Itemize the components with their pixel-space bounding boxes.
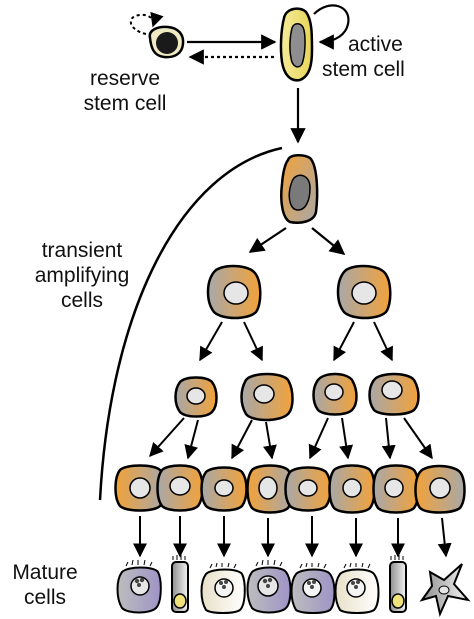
transient-label-line2: amplifying — [34, 264, 130, 287]
mature-label-line2: cells — [23, 586, 66, 609]
active-self-renewal-arrow — [313, 4, 350, 50]
mature-columnar-cell-icon — [171, 555, 189, 613]
gen2-arrow — [243, 321, 263, 362]
mature-round-cell-icon — [334, 562, 380, 614]
amplifying-cell-icon — [174, 376, 218, 418]
transient-label-line3: cells — [60, 289, 103, 312]
transient-label-line1: transient — [41, 239, 123, 262]
amplifying-cell-icon — [372, 464, 420, 514]
active-stem-cell-label: active stem cell — [322, 32, 472, 82]
mature-cells-label: Mature cells — [0, 560, 90, 610]
gen3-arrow — [403, 417, 433, 460]
reserve-stem-cell-icon — [148, 25, 185, 59]
gen3-arrow — [149, 417, 185, 458]
amplifying-cell-icon — [284, 466, 332, 512]
amplifying-cell-icon — [328, 464, 376, 514]
amplifying-cell-icon — [114, 464, 166, 512]
gen2-arrow — [199, 321, 223, 362]
progenitor-to-left-arrow — [248, 227, 287, 253]
mature-round-cell-icon — [290, 562, 336, 614]
gen3-arrow — [308, 417, 329, 460]
mature-columnar-cell-icon — [389, 555, 407, 613]
amplifying-cell-icon — [240, 372, 294, 422]
gen3-arrow — [263, 421, 277, 460]
amplifying-cell-icon — [246, 464, 294, 514]
gen3-arrow — [231, 419, 253, 460]
transient-amplifying-label: transient amplifying cells — [12, 238, 152, 313]
reserve-label-line2: stem cell — [83, 92, 167, 115]
gen3-arrow — [339, 417, 354, 460]
amplifying-cell-icon — [336, 264, 392, 320]
maturation-arrow — [437, 517, 452, 558]
amplifying-cell-icon — [414, 464, 466, 514]
mature-label-line1: Mature — [12, 561, 78, 584]
amplifying-cell-icon — [312, 372, 358, 416]
reserve-stem-cell-label: reserve stem cell — [70, 66, 180, 116]
amplifying-cell-icon — [206, 264, 262, 320]
amplifying-cell-icon — [368, 372, 420, 416]
gen2-arrow — [333, 321, 355, 362]
active-label-line1: active — [348, 33, 403, 56]
mature-round-cell-icon — [246, 559, 292, 614]
mature-round-cell-icon — [116, 559, 162, 614]
progenitor-cell-icon — [280, 154, 319, 224]
reserve-self-renewal-arrow — [130, 11, 164, 35]
gen3-arrow — [381, 417, 396, 460]
reserve-label-line1: reserve — [89, 67, 161, 90]
lineage-bracket-curve — [98, 146, 283, 501]
gen2-arrow — [373, 321, 393, 362]
gen3-arrow — [184, 419, 199, 460]
amplifying-cell-icon — [200, 466, 248, 512]
mature-stellate-cell-icon — [419, 563, 471, 618]
active-stem-cell-icon — [279, 7, 314, 82]
amplifying-cell-icon — [156, 464, 204, 512]
active-label-line2: stem cell — [322, 58, 405, 81]
progenitor-to-right-arrow — [311, 227, 346, 255]
mature-round-cell-icon — [200, 562, 246, 614]
